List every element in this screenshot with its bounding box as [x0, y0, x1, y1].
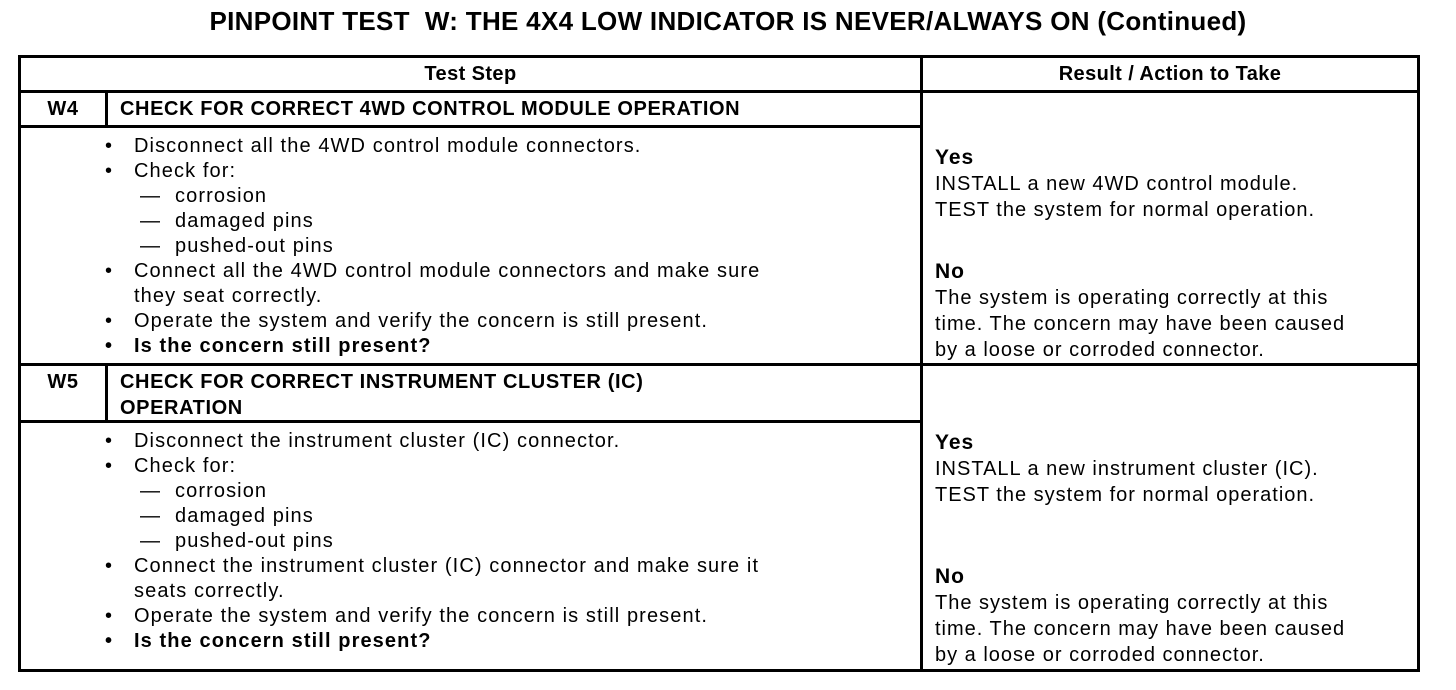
list-item: • Connect the instrument cluster (IC) con…: [21, 554, 920, 604]
step-text: Operate the system and verify the concer…: [134, 310, 709, 332]
step-list-w5: • Disconnect the instrument cluster (IC) …: [21, 423, 920, 654]
list-item: — corrosion: [21, 184, 920, 209]
bullet-icon: •: [105, 160, 114, 182]
step-text: pushed-out pins: [175, 530, 334, 552]
test-name-w5: CHECK FOR CORRECT INSTRUMENT CLUSTER (IC…: [120, 371, 644, 419]
step-text: Check for:: [134, 455, 237, 477]
test-id-w5: W5: [21, 366, 108, 420]
list-item: • Disconnect all the 4WD control module c…: [21, 134, 920, 159]
pinpoint-test-table: Test Step Result / Action to Take W4 CHE…: [18, 55, 1420, 672]
step-text: corrosion: [175, 185, 268, 207]
list-item: • Operate the system and verify the conce…: [21, 604, 920, 629]
list-item: — pushed-out pins: [21, 234, 920, 259]
bullet-icon: •: [105, 335, 114, 357]
step-text: Check for:: [134, 160, 237, 182]
result-yes-label: Yes: [935, 431, 975, 454]
test-section-w5: W5 CHECK FOR CORRECT INSTRUMENT CLUSTER …: [21, 366, 1417, 669]
result-cell-w4: Yes INSTALL a new 4WD control module. TE…: [923, 93, 1417, 363]
list-item: — damaged pins: [21, 209, 920, 234]
bullet-icon: •: [105, 455, 114, 477]
step-text: Is the concern still present?: [134, 335, 432, 357]
result-no-block: No The system is operating correctly at …: [935, 259, 1409, 363]
result-cell-w5: Yes INSTALL a new instrument cluster (IC…: [923, 366, 1417, 669]
bullet-icon: •: [105, 555, 114, 577]
list-item-question: • Is the concern still present?: [21, 334, 920, 359]
result-no-label: No: [935, 260, 965, 283]
result-no-action: The system is operating correctly at thi…: [935, 592, 1346, 666]
bullet-icon: •: [105, 310, 114, 332]
dash-icon: —: [140, 210, 162, 232]
column-header-test-step: Test Step: [21, 58, 923, 90]
test-section-w4: W4 CHECK FOR CORRECT 4WD CONTROL MODULE …: [21, 93, 1417, 366]
bullet-icon: •: [105, 630, 114, 652]
bullet-icon: •: [105, 430, 114, 452]
list-item: • Disconnect the instrument cluster (IC) …: [21, 429, 920, 454]
table-header-row: Test Step Result / Action to Take: [21, 58, 1417, 93]
test-name-w4: CHECK FOR CORRECT 4WD CONTROL MODULE OPE…: [120, 98, 741, 120]
step-list-w4: • Disconnect all the 4WD control module c…: [21, 128, 920, 359]
result-no-action: The system is operating correctly at thi…: [935, 287, 1346, 361]
list-item-question: • Is the concern still present?: [21, 629, 920, 654]
step-text: Disconnect the instrument cluster (IC) c…: [134, 430, 621, 452]
bullet-icon: •: [105, 135, 114, 157]
page-title: PINPOINT TEST W: THE 4X4 LOW INDICATOR I…: [209, 6, 1247, 36]
dash-icon: —: [140, 185, 162, 207]
result-yes-action: INSTALL a new instrument cluster (IC). T…: [935, 458, 1319, 506]
result-no-label: No: [935, 565, 965, 588]
step-text: damaged pins: [175, 210, 314, 232]
result-yes-label: Yes: [935, 146, 975, 169]
test-step-cell-w5: W5 CHECK FOR CORRECT INSTRUMENT CLUSTER …: [21, 366, 923, 669]
test-title-row-w4: W4 CHECK FOR CORRECT 4WD CONTROL MODULE …: [21, 93, 920, 128]
column-header-result-action: Result / Action to Take: [1058, 62, 1282, 85]
step-text: pushed-out pins: [175, 235, 334, 257]
test-step-cell-w4: W4 CHECK FOR CORRECT 4WD CONTROL MODULE …: [21, 93, 923, 363]
step-text: Connect the instrument cluster (IC) conn…: [134, 555, 760, 602]
list-item: • Check for:: [21, 454, 920, 479]
bullet-icon: •: [105, 605, 114, 627]
step-text: Operate the system and verify the concer…: [134, 605, 709, 627]
test-title-row-w5: W5 CHECK FOR CORRECT INSTRUMENT CLUSTER …: [21, 366, 920, 423]
dash-icon: —: [140, 530, 162, 552]
step-text: damaged pins: [175, 505, 314, 527]
dash-icon: —: [140, 505, 162, 527]
result-yes-action: INSTALL a new 4WD control module. TEST t…: [935, 173, 1316, 221]
step-text: Disconnect all the 4WD control module co…: [134, 135, 642, 157]
dash-icon: —: [140, 480, 162, 502]
list-item: • Check for:: [21, 159, 920, 184]
list-item: — pushed-out pins: [21, 529, 920, 554]
list-item: — damaged pins: [21, 504, 920, 529]
bullet-icon: •: [105, 260, 114, 282]
result-yes-block: Yes INSTALL a new instrument cluster (IC…: [935, 430, 1409, 508]
dash-icon: —: [140, 235, 162, 257]
step-text: Connect all the 4WD control module conne…: [134, 260, 761, 307]
list-item: • Operate the system and verify the conce…: [21, 309, 920, 334]
test-id-w4: W4: [21, 93, 108, 125]
list-item: • Connect all the 4WD control module conn…: [21, 259, 920, 309]
step-text: corrosion: [175, 480, 268, 502]
result-yes-block: Yes INSTALL a new 4WD control module. TE…: [935, 145, 1409, 223]
list-item: — corrosion: [21, 479, 920, 504]
step-text: Is the concern still present?: [134, 630, 432, 652]
result-no-block: No The system is operating correctly at …: [935, 564, 1409, 668]
